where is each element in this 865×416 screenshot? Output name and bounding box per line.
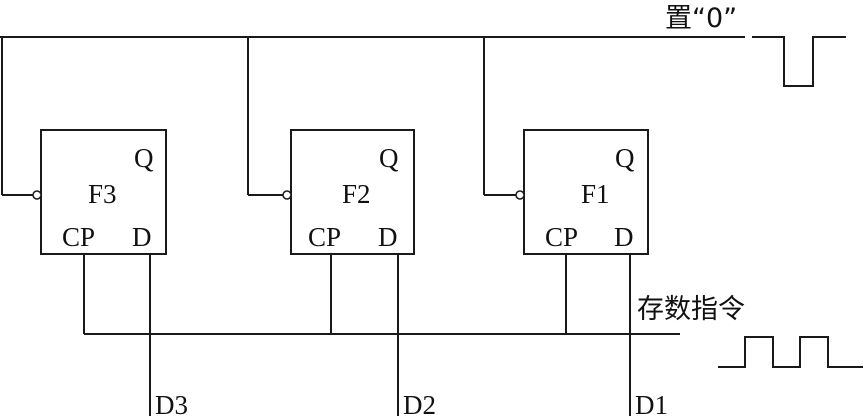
reset-bubble-f3	[32, 190, 42, 200]
store-pulse-waveform	[718, 336, 863, 368]
reset-bubble-f1	[515, 190, 525, 200]
f1-cp-label: CP	[545, 222, 578, 252]
f2-name-label: F2	[342, 179, 371, 209]
f1-name-label: F1	[581, 179, 610, 209]
flipflop-f2	[290, 129, 415, 255]
data-label-d1: D1	[635, 390, 668, 416]
f2-cp-label: CP	[308, 222, 341, 252]
f3-cp-label: CP	[62, 222, 95, 252]
flipflop-f1	[523, 129, 649, 255]
f1-q-label: Q	[615, 143, 635, 173]
f3-q-label: Q	[134, 143, 154, 173]
f3-name-label: F3	[88, 179, 117, 209]
data-label-d3: D3	[155, 390, 188, 416]
store-command-label: 存数指令	[637, 294, 745, 325]
reset-bubble-f2	[282, 190, 292, 200]
f3-d-label: D	[132, 222, 152, 252]
f1-d-label: D	[614, 222, 634, 252]
f2-q-label: Q	[379, 143, 399, 173]
flipflop-f3	[40, 129, 167, 255]
reset-label: 置“0”	[665, 3, 737, 34]
data-label-d2: D2	[403, 390, 436, 416]
f2-d-label: D	[378, 222, 398, 252]
reset-pulse-waveform	[752, 36, 846, 87]
